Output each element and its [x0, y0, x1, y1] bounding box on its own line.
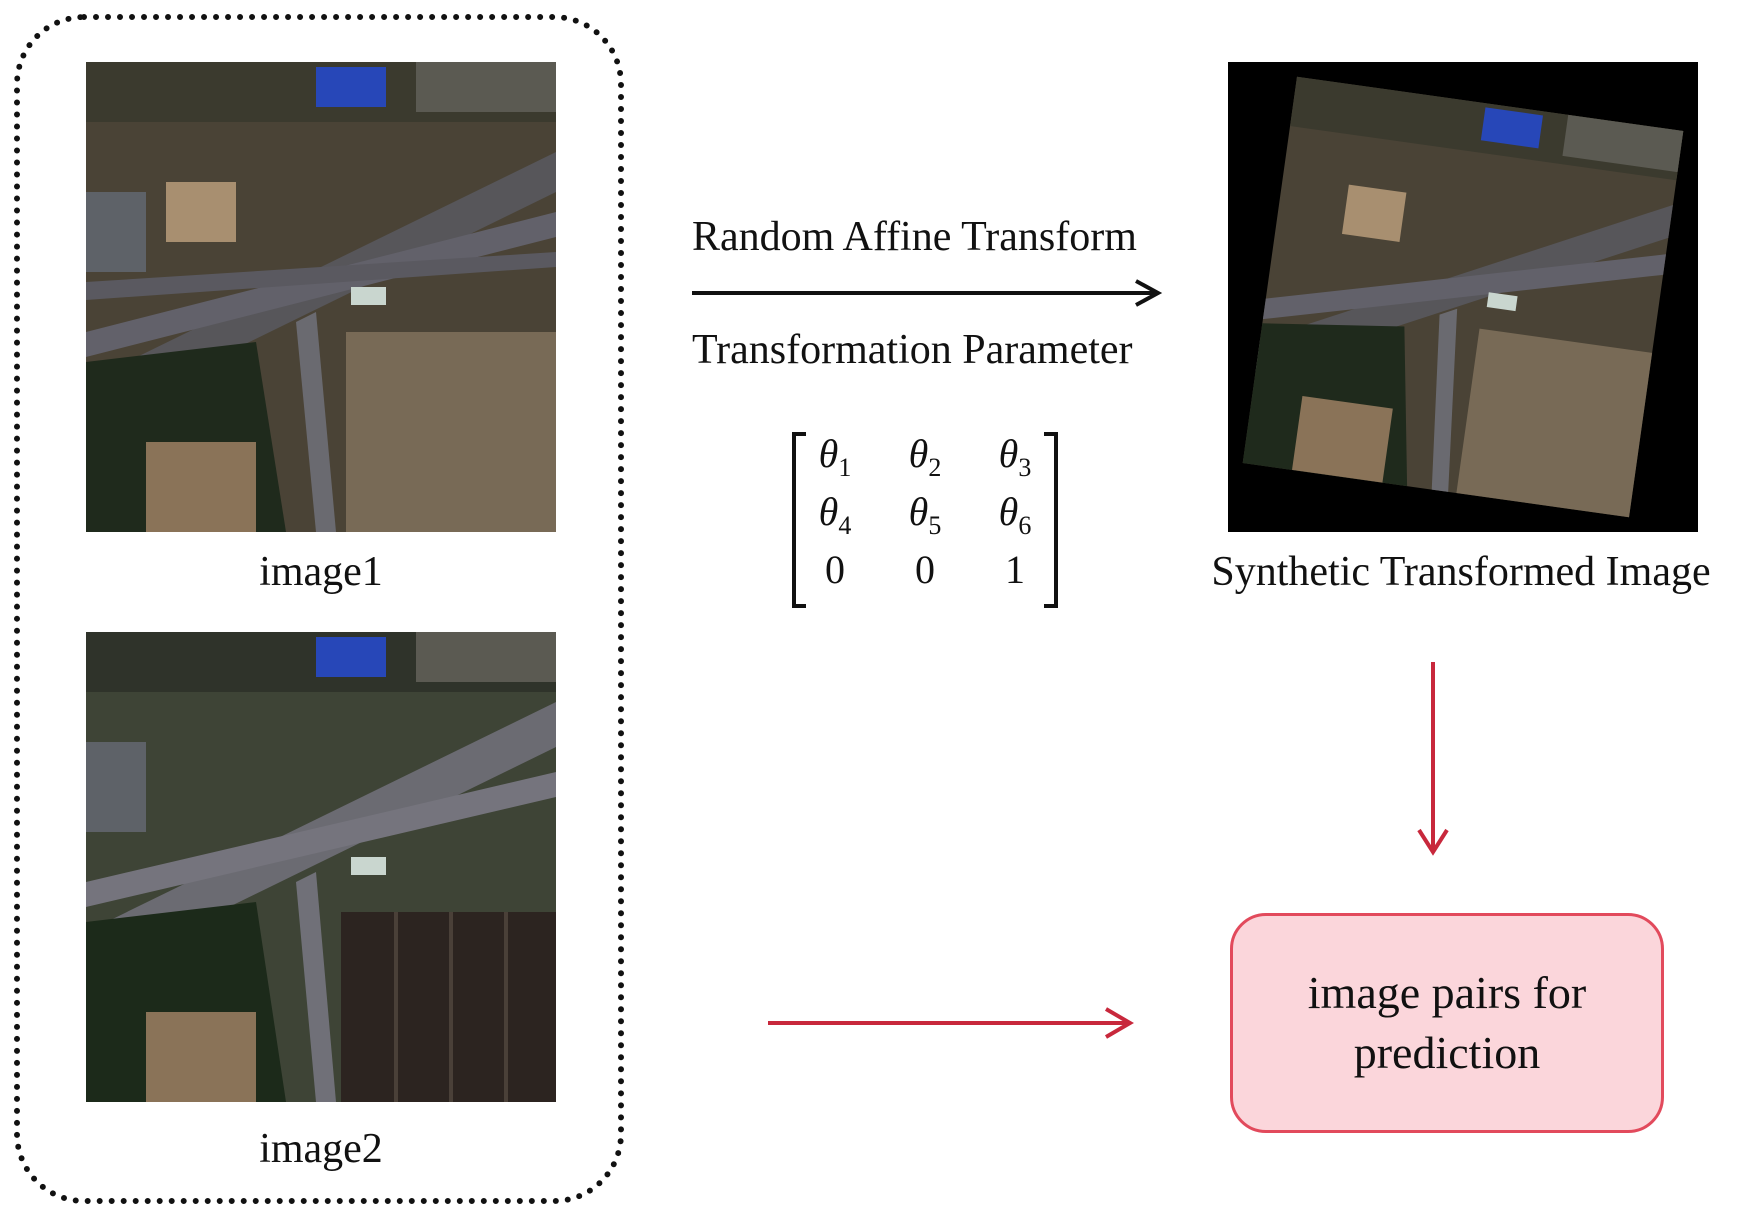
transform-title: Random Affine Transform [692, 214, 1137, 260]
result-line-1: image pairs for [1307, 967, 1587, 1019]
result-line-2: prediction [1353, 1027, 1541, 1078]
transformation-matrix: θ1 θ2 θ3 θ4 θ5 θ6 0 0 1 [790, 430, 1060, 610]
matrix-cell: θ1 [818, 431, 852, 482]
matrix-cell: θ5 [908, 489, 942, 540]
matrix-cell: θ6 [998, 489, 1032, 540]
red-right-arrow [768, 1007, 1134, 1039]
transform-subtitle: Transformation Parameter [692, 327, 1133, 373]
synthetic-caption: Synthetic Transformed Image [1211, 549, 1711, 595]
image-pairs-box: image pairs for prediction [1230, 913, 1664, 1133]
image1-caption: image1 [259, 549, 383, 595]
matrix-cell: θ2 [908, 431, 942, 482]
image1-satellite [86, 62, 556, 532]
red-down-arrow [1417, 662, 1449, 856]
matrix-brackets [792, 432, 1058, 608]
synthetic-transformed-image [1228, 62, 1698, 532]
black-arrow [692, 279, 1163, 307]
matrix-cell: 1 [1005, 547, 1025, 592]
image2-satellite [86, 632, 556, 1102]
matrix-cell: 0 [825, 547, 845, 592]
matrix-cell: θ4 [818, 489, 852, 540]
matrix-cell: 0 [915, 547, 935, 592]
input-images-group [14, 14, 624, 1204]
matrix-cell: θ3 [998, 431, 1032, 482]
image2-caption: image2 [259, 1126, 383, 1172]
